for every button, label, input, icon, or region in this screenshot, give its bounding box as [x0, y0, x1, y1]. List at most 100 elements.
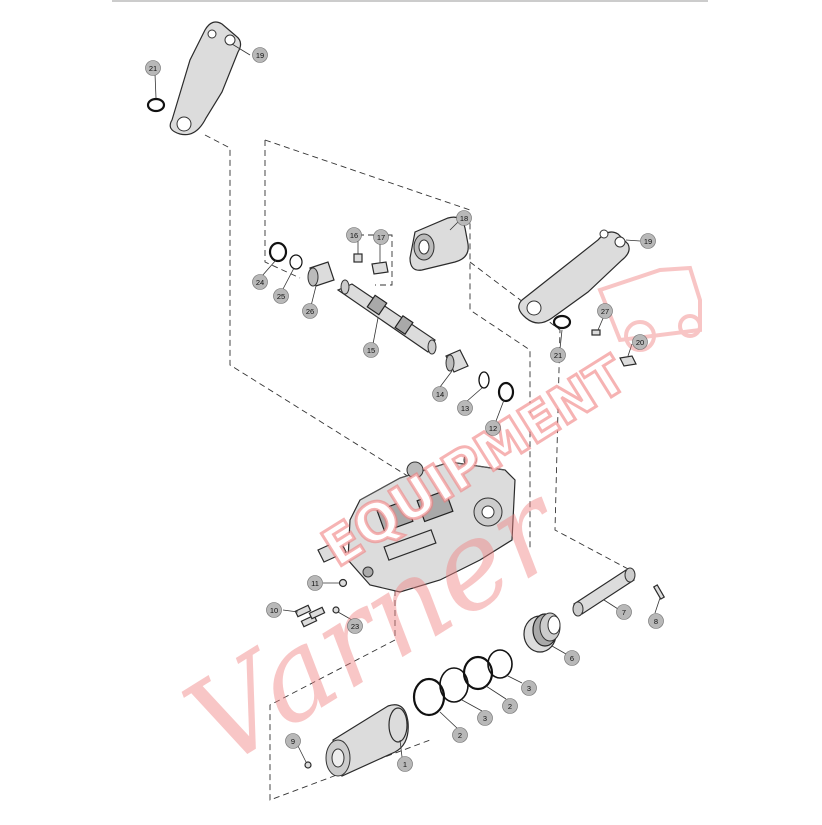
callout-number: 9 — [291, 737, 295, 746]
callout-bubble — [397, 756, 413, 772]
callout-bubble — [477, 710, 493, 726]
callout-number: 2 — [508, 702, 512, 711]
roll-pin-8 — [652, 584, 666, 600]
callout-bubble — [597, 303, 613, 319]
callout-bubble — [640, 233, 656, 249]
callout-bubble — [485, 420, 501, 436]
small-bolt — [353, 253, 363, 263]
callout-bubble — [307, 575, 323, 591]
callout-number: 12 — [489, 424, 497, 433]
pin-27 — [591, 329, 601, 336]
callout-number: 18 — [460, 214, 468, 223]
callout-10: 10 — [266, 602, 282, 618]
callout-20: 20 — [632, 334, 648, 350]
callout-bubble — [502, 698, 518, 714]
callout-17: 17 — [373, 229, 389, 245]
callout-bubble — [648, 613, 664, 629]
callout-bubble — [347, 618, 363, 634]
callout-bubble — [457, 400, 473, 416]
assembly-lead-lines — [204, 134, 631, 801]
callout-number: 1 — [403, 760, 407, 769]
callout-2: 2 — [502, 698, 518, 714]
callout-26: 26 — [302, 303, 318, 319]
lift-arm-lower — [518, 229, 630, 324]
lift-cylinder — [325, 704, 409, 777]
callout-number: 8 — [654, 617, 658, 626]
o-ring-12 — [497, 381, 515, 403]
callout-18: 18 — [456, 210, 472, 226]
callout-19: 19 — [640, 233, 656, 249]
callout-bubble — [632, 334, 648, 350]
backup-ring-3a — [487, 649, 513, 679]
callout-number: 17 — [377, 233, 385, 242]
callout-bubble — [616, 604, 632, 620]
callout-9: 9 — [285, 733, 301, 749]
callout-1: 1 — [397, 756, 413, 772]
callout-25: 25 — [273, 288, 289, 304]
callout-bubble — [252, 274, 268, 290]
piston-rod — [572, 567, 636, 617]
callout-number: 15 — [367, 346, 375, 355]
callout-bubble — [273, 288, 289, 304]
callout-number: 6 — [570, 654, 574, 663]
callout-23: 23 — [347, 618, 363, 634]
callout-21: 21 — [145, 60, 161, 76]
callout-number: 20 — [636, 338, 644, 347]
callout-14: 14 — [432, 386, 448, 402]
callout-number: 3 — [527, 684, 531, 693]
bushing-26 — [307, 261, 335, 287]
callout-15: 15 — [363, 342, 379, 358]
callout-7: 7 — [616, 604, 632, 620]
callout-number: 19 — [644, 237, 652, 246]
lift-arm-hub — [409, 216, 469, 271]
callout-number: 23 — [351, 622, 359, 631]
callout-bubble — [252, 47, 268, 63]
callout-8: 8 — [648, 613, 664, 629]
washer-23 — [332, 606, 340, 614]
callout-bubble — [346, 227, 362, 243]
o-ring-24 — [268, 241, 288, 263]
callout-12: 12 — [485, 420, 501, 436]
snap-ring-right — [552, 314, 572, 330]
callout-number: 25 — [277, 292, 285, 301]
callout-3: 3 — [477, 710, 493, 726]
callout-leaders — [154, 43, 661, 763]
callout-number: 11 — [311, 579, 319, 588]
valve-housing — [317, 453, 516, 593]
pin-20 — [619, 355, 637, 367]
callout-number: 10 — [270, 606, 278, 615]
seal-ring-13 — [478, 371, 490, 389]
o-ring-2b — [412, 677, 446, 717]
callout-number: 26 — [306, 307, 314, 316]
seal-ring-25 — [289, 254, 303, 270]
callout-number: 2 — [458, 731, 462, 740]
callout-number: 24 — [256, 278, 264, 287]
callout-bubble — [452, 727, 468, 743]
callout-6: 6 — [564, 650, 580, 666]
cross-shaft — [336, 279, 437, 355]
bushing-14 — [445, 349, 469, 373]
callout-bubble — [373, 229, 389, 245]
callout-number: 7 — [622, 608, 626, 617]
callout-number: 21 — [149, 64, 157, 73]
callout-3: 3 — [521, 680, 537, 696]
callout-bubble — [145, 60, 161, 76]
callout-number: 14 — [436, 390, 444, 399]
callout-bubble — [432, 386, 448, 402]
callout-number: 27 — [601, 307, 609, 316]
callout-number: 3 — [483, 714, 487, 723]
callout-2: 2 — [452, 727, 468, 743]
callout-number: 16 — [350, 231, 358, 240]
callout-27: 27 — [597, 303, 613, 319]
callout-bubble — [521, 680, 537, 696]
callout-13: 13 — [457, 400, 473, 416]
callout-bubble — [285, 733, 301, 749]
watermark: Varner EQUIPMENT — [163, 343, 639, 794]
callout-11: 11 — [307, 575, 323, 591]
tractor-watermark-icon — [597, 265, 702, 352]
callout-bubble — [363, 342, 379, 358]
callout-bubble — [550, 347, 566, 363]
